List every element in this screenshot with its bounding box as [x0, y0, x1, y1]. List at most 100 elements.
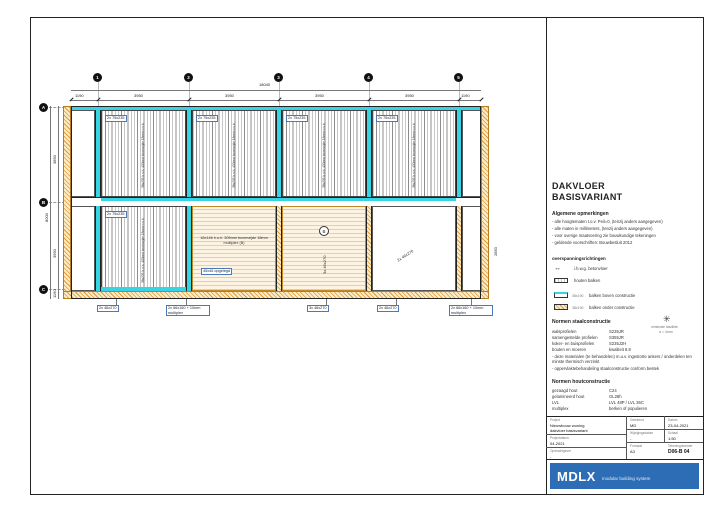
legend-label: balken onder constructie	[589, 305, 635, 310]
grid-line	[459, 82, 460, 106]
dim-tick	[479, 97, 484, 102]
beam-label: 2x 46x270	[97, 305, 119, 312]
beam-label: 45x46 opgelegd	[201, 268, 233, 275]
grid-bubble-label: 5	[457, 75, 460, 80]
opdrachtgever-label: Opdrachtgever	[550, 449, 572, 453]
notes-title: Algemene opmerkingen	[552, 211, 609, 217]
grid-bubble-label: 2	[187, 75, 190, 80]
steel-row-value: S235JR	[609, 329, 624, 334]
tekeningnummer-value: D06-B 04	[668, 449, 690, 455]
perimeter-beam-right	[481, 106, 489, 299]
project-value: dakvloer basisvariant	[550, 428, 588, 433]
dim-total-top: 18040	[259, 82, 271, 87]
grid-bubble-label: A	[41, 105, 46, 110]
titleblock-line	[546, 434, 626, 435]
dim-label: 3950	[52, 249, 57, 258]
wood-row-label: gelamineerd hout	[552, 394, 585, 399]
legend-swatch-below-icon	[554, 304, 568, 310]
leader-line	[326, 299, 327, 305]
schaal-label: Schaal	[668, 431, 678, 435]
weld-symbol-icon: ✳	[663, 314, 671, 324]
grid-line	[49, 289, 65, 290]
support-post	[95, 110, 101, 197]
perimeter-beam-left	[63, 106, 71, 299]
grid-bubble-label: 1	[96, 75, 99, 80]
getekend-value: MD	[630, 423, 637, 428]
drawing-title-line1: DAKVLOER	[552, 181, 605, 191]
dim-label: 3950	[315, 93, 324, 98]
brand-tagline: modular building system	[601, 475, 651, 481]
grid-bubble: A	[39, 103, 48, 112]
datum-value: 23-04-2021	[668, 423, 689, 428]
span-arrow-icon: ↔	[554, 265, 561, 272]
grid-bubble-label: 3	[277, 75, 280, 80]
getekend-label: Getekend	[630, 418, 644, 422]
dim-label: 2850	[493, 247, 498, 256]
opdrachtgever-value: -	[550, 454, 552, 459]
support-post	[456, 110, 462, 197]
grid-line	[98, 82, 99, 106]
dim-line	[71, 100, 481, 101]
multiplex-bay	[282, 206, 366, 291]
steel-row-value: S235J2H	[609, 341, 627, 346]
grid-bubble: 5	[454, 73, 463, 82]
projectdatum-value: 04-2021	[550, 441, 565, 446]
legend-swatch-above-icon	[554, 292, 568, 298]
grid-bubble: 2	[184, 73, 193, 82]
support-post	[276, 110, 282, 197]
titleblock-border	[546, 459, 703, 460]
dim-line	[58, 106, 59, 299]
open-bay	[372, 206, 456, 291]
note-item: - alle maten in millimeters, (tenzij and…	[552, 226, 653, 231]
dim-line	[50, 106, 51, 299]
joist-bay	[372, 110, 456, 197]
area-label: 18x146 h.o.h. 305mm bovenzijde 18mm mult…	[200, 236, 268, 245]
steel-note: - deze materialen (te behandelen) m.u.v.…	[552, 354, 692, 364]
legend-code: 38x190	[572, 294, 584, 298]
wijzigingsdatum-value: -	[630, 436, 632, 441]
note-item: - voor overige maatvoering zie bouwkundi…	[552, 233, 656, 238]
edge-bay	[71, 110, 95, 197]
dim-label: 3950	[405, 93, 414, 98]
wood-row-value: LVL 48P / LVL 36C	[609, 400, 644, 405]
steel-row-value: S355JR	[609, 335, 624, 340]
grid-bubble: 4	[364, 73, 373, 82]
steel-row-value: kwaliteit 8.8	[609, 347, 631, 352]
dim-label: 1190	[52, 289, 57, 298]
support-post	[186, 110, 192, 197]
span-directions-title: overspanningsrichtingen	[552, 256, 606, 261]
wood-row-label: LVL	[552, 400, 560, 405]
titleblock-divider	[626, 416, 627, 459]
joist-label: 38x235 h.o.h. 400mm bovenzijde 18mm o.s.…	[232, 122, 236, 188]
support-strip-mid	[101, 198, 456, 201]
beam-label: 2x 75x235	[376, 115, 398, 122]
span-item: houten balken	[574, 278, 601, 283]
beam-label: 2x 75x235	[105, 115, 127, 122]
projectdatum-label: Projectdatum	[550, 436, 569, 440]
note-item: - geldende voorschriften: Bouwbesluit 20…	[552, 240, 633, 245]
sheet-border: 1 2 3 4 5 A B C 18040 1190 3950 3950 395…	[30, 17, 704, 495]
mdlx-logo: MDLX modular building system	[550, 463, 699, 489]
beam-label: 2x 66x160 + 10mm multiplex	[449, 305, 493, 317]
steel-row-label: walsprofielen	[552, 329, 577, 334]
formaat-value: A3	[630, 449, 635, 454]
formaat-label: Formaat	[630, 444, 642, 448]
dim-label: 8000	[44, 213, 49, 222]
grid-bubble: 3	[274, 73, 283, 82]
joist-bay	[101, 206, 186, 291]
grid-line	[49, 107, 65, 108]
drawing-title-line2: BASISVARIANT	[552, 192, 623, 202]
grid-line	[49, 202, 65, 203]
dim-label: 3950	[134, 93, 143, 98]
leader-line	[116, 299, 117, 305]
grid-bubble: C	[39, 285, 48, 294]
beam-label: 2x 46x270	[377, 305, 399, 312]
titleblock-line	[546, 447, 626, 448]
beam-label: 2x 75x235	[105, 211, 127, 218]
joist-label: 38x235 h.o.h. 400mm bovenzijde 18mm o.s.…	[141, 122, 145, 188]
joist-label: 38x235 h.o.h. 400mm bovenzijde 18mm o.s.…	[412, 122, 416, 188]
steel-row-label: bouten en moeren	[552, 347, 586, 352]
panel-divider	[546, 18, 547, 494]
tekeningnummer-label: Tekeningnummer	[668, 444, 693, 448]
joist-swatch-icon	[554, 278, 568, 283]
